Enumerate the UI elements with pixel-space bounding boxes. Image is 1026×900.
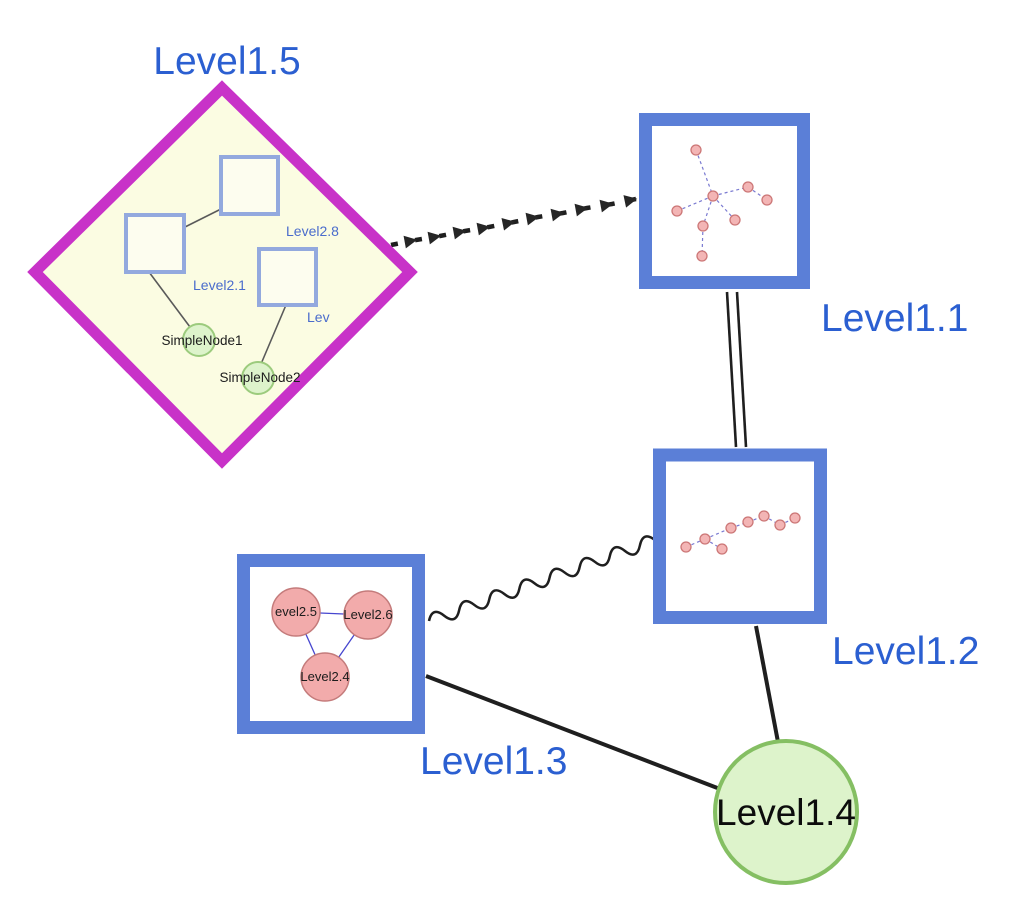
level1-2-label: Level1.2 <box>832 630 979 673</box>
group-node-level2-1[interactable] <box>124 213 186 274</box>
level1-4-label: Level1.4 <box>716 792 856 833</box>
mini-node[interactable] <box>761 194 773 206</box>
level1-5-diamond-shape[interactable] <box>27 80 418 469</box>
edge-level13-to-level12-wavy[interactable] <box>427 534 657 627</box>
edge-level15-to-level11[interactable] <box>390 195 638 249</box>
inner-edge-lev-simplenode2 <box>260 304 287 365</box>
edge-level13-to-level14[interactable] <box>425 674 721 791</box>
mini-node[interactable] <box>696 250 708 262</box>
mini-node[interactable] <box>716 543 728 555</box>
pink-node-level2-4[interactable] <box>300 652 350 702</box>
mini-node[interactable] <box>774 519 786 531</box>
node-level1-1: Level1.1 <box>639 113 968 340</box>
edge-level12-to-level14[interactable] <box>754 625 780 743</box>
level1-3-rect[interactable] <box>237 554 425 734</box>
level1-4-circle[interactable] <box>713 739 859 885</box>
mini-node[interactable] <box>707 190 719 202</box>
group-node-lev[interactable] <box>257 247 318 307</box>
mini-node[interactable] <box>690 144 702 156</box>
level1-2-mini-graph-nodes <box>680 510 801 555</box>
node-level1-5: Level1.5 Level2.8 Level2.1 Lev SimpleNod… <box>27 40 418 469</box>
level1-1-rect[interactable] <box>639 113 810 289</box>
mini-node[interactable] <box>742 181 754 193</box>
inner-edge-level21-simplenode1 <box>148 271 191 328</box>
level1-1-label: Level1.1 <box>821 297 968 340</box>
mini-node[interactable] <box>680 541 692 553</box>
group-node-level2-8-label: Level2.8 <box>286 223 339 239</box>
group-node-level2-8[interactable] <box>219 155 280 216</box>
node-level1-2: Level1.2 <box>653 448 979 673</box>
simple-node-2[interactable] <box>241 361 275 395</box>
level1-5-label: Level1.5 <box>153 40 300 83</box>
mini-node[interactable] <box>671 205 683 217</box>
mini-node[interactable] <box>725 522 737 534</box>
simple-node-2-label: SimpleNode2 <box>219 370 300 385</box>
edge-level11-to-level12[interactable] <box>725 291 748 448</box>
mini-node[interactable] <box>742 516 754 528</box>
pink-node-level2-5[interactable] <box>271 587 321 637</box>
pink-node-level2-5-label: evel2.5 <box>275 604 317 619</box>
pink-node-level2-6-label: Level2.6 <box>343 607 392 622</box>
mini-node[interactable] <box>699 533 711 545</box>
level1-1-mini-graph-nodes <box>671 144 773 262</box>
inner-edge-level21-level28 <box>184 208 222 228</box>
group-node-lev-label: Lev <box>307 309 330 325</box>
level1-3-label: Level1.3 <box>420 740 567 783</box>
level1-2-rect[interactable] <box>653 448 827 624</box>
simple-node-1-label: SimpleNode1 <box>161 333 242 348</box>
pink-node-level2-4-label: Level2.4 <box>300 669 349 684</box>
mini-node[interactable] <box>697 220 709 232</box>
mini-node[interactable] <box>758 510 770 522</box>
mini-node[interactable] <box>729 214 741 226</box>
group-node-level2-1-label: Level2.1 <box>193 277 246 293</box>
mini-node[interactable] <box>789 512 801 524</box>
pink-node-level2-6[interactable] <box>343 590 393 640</box>
node-level1-3: evel2.5 Level2.6 Level2.4 Level1.3 <box>237 554 567 783</box>
node-level1-4: Level1.4 <box>713 739 859 885</box>
simple-node-1[interactable] <box>182 323 216 357</box>
